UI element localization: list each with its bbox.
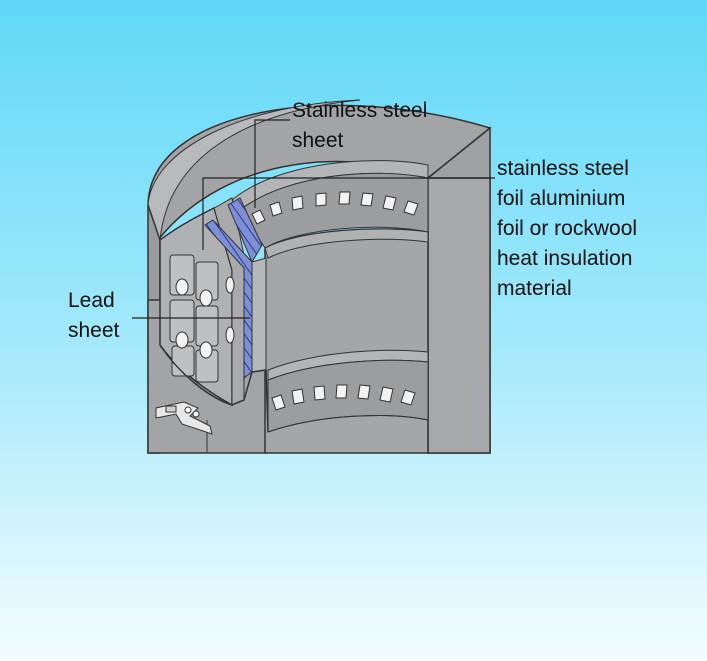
- label-line: material: [497, 277, 572, 300]
- inner-ring-3: [264, 228, 429, 259]
- label-line: Lead: [68, 289, 115, 312]
- stainless-foil-edge: [251, 257, 267, 373]
- label-lead-sheet: Lead sheet: [68, 286, 119, 346]
- cutaway-bottom-curve: [159, 344, 269, 433]
- insulation-outer-stripe: [227, 197, 263, 264]
- label-line: heat insulation: [497, 247, 633, 270]
- lead-sheet-holes: [175, 278, 213, 359]
- lower-heating-slots: [271, 384, 416, 411]
- inner-ring-2: [239, 172, 429, 249]
- label-line: stainless steel: [497, 157, 629, 180]
- label-line: sheet: [68, 319, 120, 342]
- label-line: sheet: [292, 129, 344, 152]
- leader-insulation: [202, 177, 495, 250]
- label-insulation-material: stainless steel foil aluminium foil or r…: [497, 154, 637, 304]
- label-line: foil aluminium: [497, 187, 626, 210]
- label-line: foil or rockwool: [497, 217, 638, 240]
- latch-clip: [155, 401, 213, 435]
- inner-shield-holes: [225, 276, 235, 344]
- label-stainless-steel-sheet: Stainless steel sheet: [292, 96, 427, 156]
- label-line: Stainless steel: [292, 99, 428, 122]
- leader-lines: [132, 119, 495, 319]
- rim-edge-band: [147, 99, 361, 241]
- leader-stainless-steel-sheet: [254, 119, 290, 208]
- outer-right-face: [427, 177, 491, 454]
- upper-heating-slots: [251, 191, 419, 225]
